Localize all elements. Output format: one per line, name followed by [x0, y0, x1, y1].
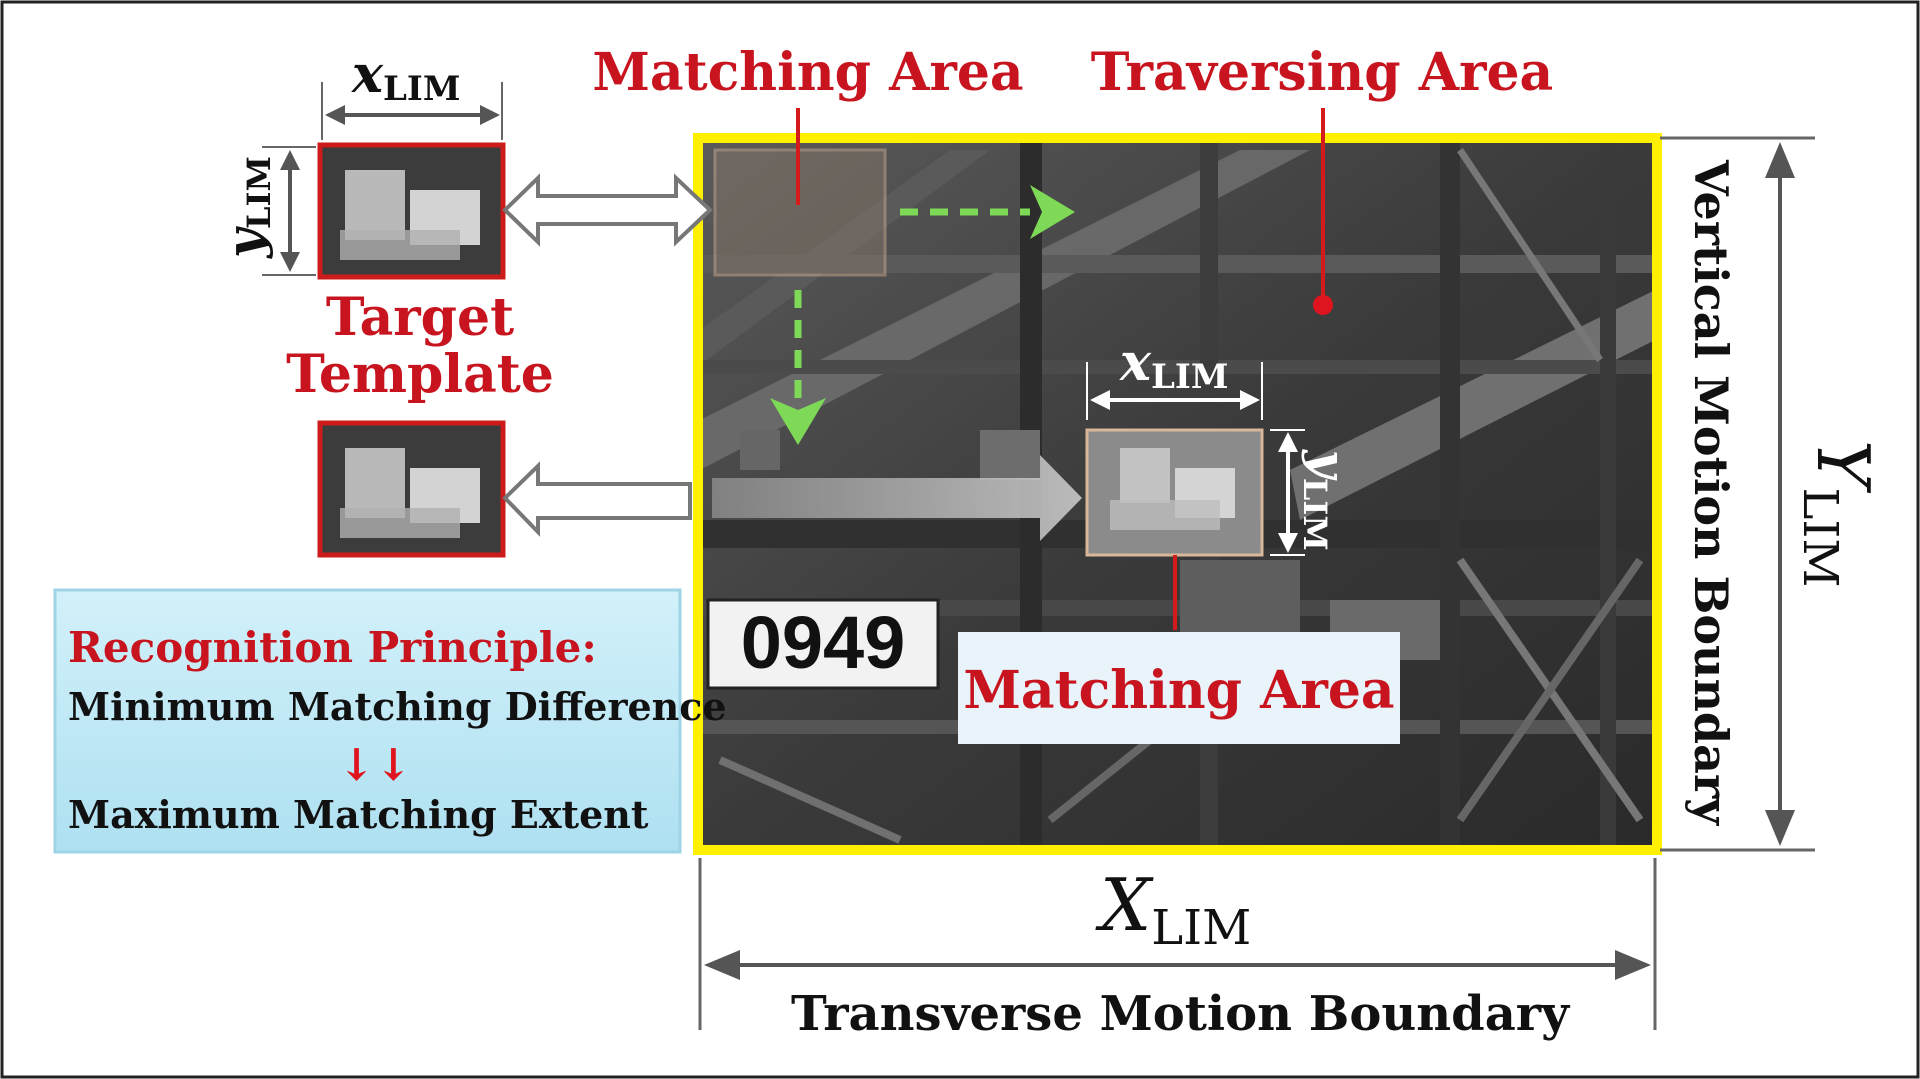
template-y-dimension: [262, 146, 316, 276]
principle-line2: Maximum Matching Extent: [68, 792, 649, 837]
match-path-arrow: [712, 455, 1082, 541]
vertical-boundary-dimension: [1660, 136, 1815, 852]
plate-number: 0949: [741, 601, 906, 684]
search-arrow-right: [900, 185, 1075, 239]
compare-arrow-bottom: [502, 461, 692, 537]
principle-arrows: ↓↓: [338, 740, 412, 791]
principle-title: Recognition Principle:: [68, 623, 597, 672]
matching-area-bottom-box: [958, 632, 1400, 744]
traversing-area-border: [693, 133, 1662, 855]
matched-x-symbol: xLIM: [1119, 332, 1228, 397]
matching-area-found: [1085, 428, 1264, 557]
principle-box: [53, 588, 682, 854]
template-x-symbol: xLIM: [351, 44, 460, 109]
traversing-area-label: Traversing Area: [1091, 42, 1554, 103]
template-x-dimension: [321, 82, 503, 140]
transverse-boundary-dimension: [698, 858, 1657, 1030]
transverse-boundary-label: Transverse Motion Boundary: [791, 986, 1571, 1042]
template-y-symbol: yLIM: [215, 156, 278, 259]
matched-y-symbol: yLIM: [1296, 449, 1356, 551]
transverse-boundary-symbol: XLIM: [1095, 863, 1251, 956]
matched-x-dimension: [1086, 362, 1263, 420]
vertical-boundary-label: Vertical Motion Boundary: [1684, 159, 1738, 826]
matching-area-bottom-label: Matching Area: [963, 660, 1394, 721]
vertical-boundary-symbol: YLIM: [1792, 440, 1885, 588]
plate: [706, 598, 940, 690]
target-template-bottom: [317, 420, 506, 558]
traversing-area-dot: [1313, 295, 1333, 315]
matched-y-dimension: [1270, 429, 1305, 556]
search-arrow-down: [770, 290, 826, 445]
target-template-label-line2: Template: [286, 344, 554, 405]
target-template-label-line1: Target: [326, 287, 514, 348]
matching-area-top-label: Matching Area: [592, 42, 1023, 103]
compare-arrow-top: [502, 173, 713, 247]
target-template-top: [317, 142, 506, 280]
principle-line1: Minimum Matching Difference: [68, 684, 727, 729]
